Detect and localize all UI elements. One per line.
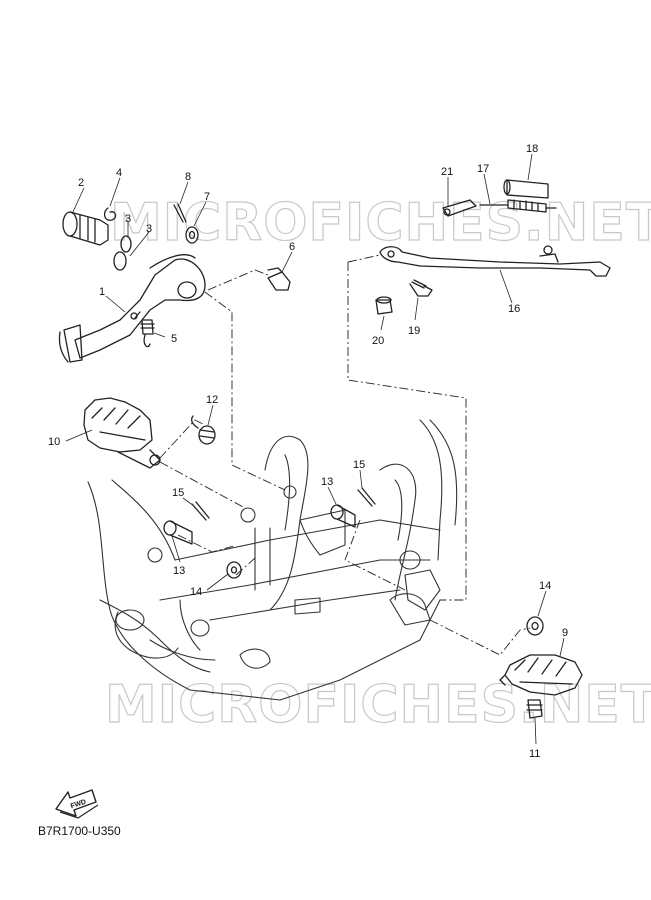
cotter-pin-8 xyxy=(173,203,187,223)
footrest-right xyxy=(499,654,583,696)
footrest-left xyxy=(83,397,161,469)
callout-15-right: 15 xyxy=(353,459,365,471)
diagram-code: B7R1700-U350 xyxy=(38,824,121,838)
pivot-pin xyxy=(267,267,291,291)
assembly-lines xyxy=(159,254,531,656)
o-ring-upper xyxy=(120,235,132,253)
stand-nut xyxy=(375,296,393,315)
pivot-shaft xyxy=(62,211,109,246)
callout-13-left: 13 xyxy=(173,565,185,577)
fwd-arrow-icon: FWD xyxy=(55,789,99,819)
washer-14-left xyxy=(226,561,242,579)
watermark-bottom: MICROFICHES.NET xyxy=(105,675,651,735)
callout-21: 21 xyxy=(441,166,453,178)
callout-3-lower: 3 xyxy=(146,223,152,235)
washer-14-right xyxy=(526,616,544,636)
spring-cover xyxy=(503,179,549,199)
callout-labels: 1 2 3 3 4 5 6 7 8 9 10 11 12 13 13 14 14… xyxy=(48,143,568,760)
callout-15-left: 15 xyxy=(172,487,184,499)
callout-4: 4 xyxy=(116,167,122,179)
callout-14-left: 14 xyxy=(190,586,202,598)
clip xyxy=(103,207,117,221)
callout-9: 9 xyxy=(562,627,568,639)
stand-spring xyxy=(479,199,557,213)
callout-3-upper: 3 xyxy=(125,213,131,225)
callout-13-right: 13 xyxy=(321,476,333,488)
callout-12: 12 xyxy=(206,394,218,406)
footrest-spring-left xyxy=(191,415,216,445)
callout-17: 17 xyxy=(477,163,489,175)
callout-7: 7 xyxy=(204,191,210,203)
frame-outline xyxy=(87,419,458,701)
cotter-pin-15-right xyxy=(357,487,376,507)
o-ring-lower xyxy=(113,251,127,271)
washer-7 xyxy=(185,226,199,244)
callout-5: 5 xyxy=(171,333,177,345)
callout-11: 11 xyxy=(529,748,540,760)
leader-lines xyxy=(65,153,565,745)
callout-2: 2 xyxy=(78,177,84,189)
footrest-spring-right xyxy=(526,699,543,719)
side-stand xyxy=(379,245,611,277)
callout-10: 10 xyxy=(48,436,60,448)
callout-18: 18 xyxy=(526,143,538,155)
callout-19: 19 xyxy=(408,325,420,337)
stand-bolt xyxy=(409,279,433,297)
pedal-spring xyxy=(140,319,155,348)
callout-16: 16 xyxy=(508,303,520,315)
callout-8: 8 xyxy=(185,171,191,183)
callout-20: 20 xyxy=(372,335,384,347)
cotter-pin-15-left xyxy=(191,501,210,521)
stand-plate xyxy=(442,199,477,217)
pin-13-left xyxy=(163,520,193,545)
callout-14-right: 14 xyxy=(539,580,551,592)
callout-6: 6 xyxy=(289,241,295,253)
brake-pedal xyxy=(58,254,206,363)
pin-13-right xyxy=(330,504,356,528)
watermark-top: MICROFICHES.NET xyxy=(110,193,651,253)
callout-1: 1 xyxy=(99,286,105,298)
fwd-label: FWD xyxy=(70,799,87,811)
